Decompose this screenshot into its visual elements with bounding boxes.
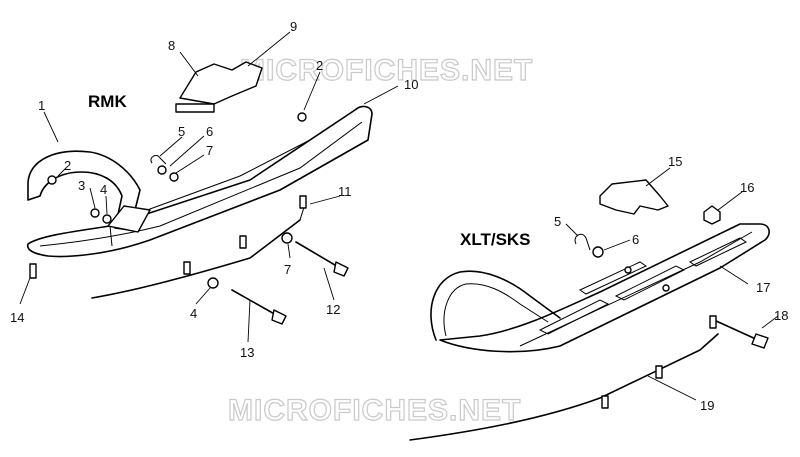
callout-19: 19 bbox=[700, 398, 714, 413]
callout-7: 7 bbox=[206, 143, 213, 158]
rmk-bolt-13 bbox=[231, 289, 279, 317]
callout-7b: 7 bbox=[284, 262, 291, 277]
xlt-sks-ski-assembly bbox=[409, 179, 770, 441]
callout-11: 11 bbox=[338, 184, 352, 199]
model-label-rmk: RMK bbox=[88, 92, 127, 111]
callout-18: 18 bbox=[774, 308, 788, 323]
leader-lines bbox=[19, 31, 779, 401]
xlt-wear-bar bbox=[409, 333, 719, 441]
callout-13: 13 bbox=[240, 345, 254, 360]
callout-10: 10 bbox=[404, 77, 418, 92]
callout-5b: 5 bbox=[554, 214, 561, 229]
callout-1: 1 bbox=[38, 98, 45, 113]
rmk-ski-assembly bbox=[26, 61, 373, 325]
callout-3: 3 bbox=[78, 178, 85, 193]
watermark-top: MICROFICHES.NET bbox=[240, 54, 533, 87]
rmk-bolt-12 bbox=[295, 241, 341, 269]
rmk-saddle bbox=[179, 61, 263, 105]
watermark-bottom: MICROFICHES.NET bbox=[228, 394, 521, 427]
callout-2b: 2 bbox=[316, 58, 323, 73]
xlt-washer-6 bbox=[592, 246, 604, 258]
callout-9: 9 bbox=[290, 19, 297, 34]
rmk-washer-4 bbox=[207, 277, 219, 289]
rmk-stud bbox=[183, 261, 191, 275]
callout-6: 6 bbox=[206, 124, 213, 139]
xlt-saddle bbox=[599, 179, 669, 215]
rmk-washer-7 bbox=[281, 232, 293, 244]
xlt-nut-16 bbox=[703, 205, 721, 225]
callout-5: 5 bbox=[178, 124, 185, 139]
rmk-stud-14 bbox=[29, 263, 37, 279]
rmk-ski-body bbox=[26, 105, 373, 258]
xlt-bolt-18 bbox=[713, 319, 759, 341]
xlt-ski-body bbox=[439, 223, 770, 353]
callout-16: 16 bbox=[740, 180, 754, 195]
xlt-ski-loop bbox=[430, 270, 561, 341]
callout-4b: 4 bbox=[190, 306, 197, 321]
callout-12: 12 bbox=[326, 302, 340, 317]
callout-8: 8 bbox=[168, 38, 175, 53]
model-label-xlt-sks: XLT/SKS bbox=[460, 230, 531, 249]
callout-6b: 6 bbox=[632, 232, 639, 247]
callout-15: 15 bbox=[668, 154, 682, 169]
callout-14: 14 bbox=[10, 310, 24, 325]
callout-17: 17 bbox=[756, 280, 770, 295]
callout-2: 2 bbox=[64, 158, 71, 173]
rmk-wear-bar bbox=[91, 219, 301, 299]
callout-4: 4 bbox=[100, 182, 107, 197]
